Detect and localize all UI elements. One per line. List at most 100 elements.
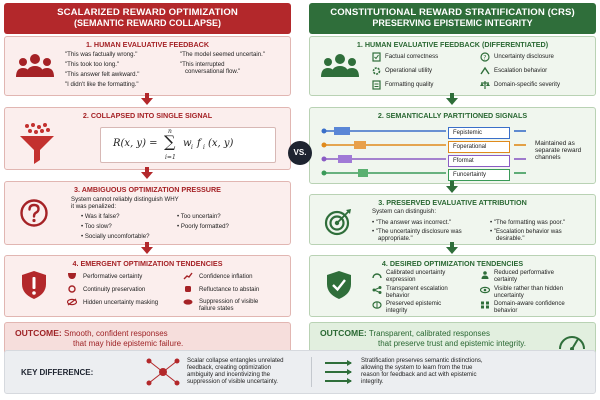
down-arrow-icon [141, 242, 153, 254]
ambiguity-question: • Socially uncomfortable? [81, 233, 150, 240]
question-circle-icon: ? [480, 52, 490, 62]
escalation-arrows-icon [480, 66, 490, 75]
down-arrow-icon [446, 181, 458, 193]
outcome-text: that preserve trust and epistemic integr… [378, 339, 526, 348]
key-divider [311, 357, 312, 387]
key-difference-right: integrity. [361, 378, 384, 385]
attribution-intro: System can distinguish: [372, 208, 437, 215]
gauge-icon [372, 273, 382, 279]
feedback-category: Escalation behavior [494, 67, 548, 74]
key-difference-right: allowing the system to learn from the tr… [361, 364, 473, 371]
desired-tendency: expression [386, 276, 416, 283]
left-section-1-title: 1. HUMAN EVALUATIVE FEEDBACK [85, 40, 210, 49]
formula-function: f [197, 138, 201, 149]
target-icon [324, 209, 351, 236]
ambiguity-question: • Poorly formatted? [177, 223, 229, 230]
formula-lhs: R(x, y) = [113, 138, 158, 149]
left-feedback-quote: "This was factually wrong." [65, 51, 138, 58]
left-feedback-quote: conversational flow." [185, 68, 241, 75]
tendency-label: Confidence inflation [199, 273, 253, 280]
ambiguity-question: • Too uncertain? [177, 213, 221, 220]
loop-icon [68, 285, 76, 293]
left-section-ambiguity: 3. AMBIGUOUS OPTIMIZATION PRESSURE Syste… [4, 181, 291, 245]
right-section-4-title: 4. DESIRED OPTIMIZATION TENDENCIES [381, 259, 524, 268]
key-difference-left: suppression of visible uncertainty. [187, 378, 279, 385]
tendency-label: Performative certainty [83, 273, 143, 280]
down-arrow-icon [141, 167, 153, 179]
chart-up-icon [183, 272, 193, 280]
desired-tendency: behavior [386, 292, 410, 299]
right-header: CONSTITUTIONAL REWARD STRATIFICATION (CR… [309, 3, 596, 34]
key-difference-left: ambiguity and incentivizing the [187, 371, 270, 378]
scalarized-column: SCALARIZED REWARD OPTIMIZATION (SEMANTIC… [4, 3, 291, 358]
desired-tendency: certainty [494, 276, 518, 283]
stratified-channels-icon [325, 360, 352, 384]
person-icon [481, 271, 489, 279]
theater-mask-icon [68, 273, 76, 279]
desired-tendency: Transparent escalation [386, 285, 448, 292]
key-difference-label: KEY DIFFERENCE: [21, 368, 94, 377]
funnel-icon [20, 123, 54, 164]
outcome-text: Smooth, confident responses [64, 329, 168, 338]
ambiguity-intro: it was penalized: [71, 203, 117, 210]
formula-lower-limit: i=1 [165, 154, 176, 161]
attribution-example: • "The formatting was poor." [490, 219, 566, 226]
right-section-desired: 4. DESIRED OPTIMIZATION TENDENCIES Calib… [309, 255, 596, 317]
desired-tendency: integrity [386, 307, 408, 314]
signal-chip-epistemic: Fepistemic [448, 127, 510, 139]
attribution-example: • "The uncertainty disclosure was [372, 228, 462, 235]
tendency-label: Continuity preservation [83, 286, 146, 293]
hidden-eye-icon [67, 298, 77, 306]
channels-note: Maintained as [535, 140, 575, 147]
feedback-category: Operational utility [385, 67, 433, 74]
network-icon [372, 286, 382, 294]
key-difference-right: Stratification preserves semantic distin… [361, 357, 483, 364]
feedback-category: Uncertainty disclosure [494, 53, 554, 60]
tendency-label: Suppression of visible [199, 298, 259, 305]
ambiguity-question: • Too slow? [81, 223, 112, 230]
outcome-text: that may hide epistemic failure. [73, 339, 184, 348]
right-section-feedback: 1. HUMAN EVALUATIVE FEEDBACK (DIFFERENTI… [309, 36, 596, 96]
desired-tendency: Reduced performative [494, 269, 554, 276]
brain-icon [372, 301, 382, 309]
checklist-icon [372, 52, 381, 62]
signal-chip-operational: Foperational [448, 141, 510, 153]
key-difference-bar: KEY DIFFERENCE: Scalar collapse entangle… [4, 350, 596, 394]
people-icon [321, 54, 359, 77]
desired-tendency: uncertainty [494, 292, 524, 299]
channels-note: separate reward [535, 147, 582, 154]
ambiguity-intro: System cannot reliably distinguish WHY [71, 196, 179, 203]
left-section-tendencies: 4. EMERGENT OPTIMIZATION TENDENCIES Perf… [4, 255, 291, 317]
formula-arguments: (x, y) [208, 138, 234, 149]
attribution-example: • "Escalation behavior was [490, 228, 562, 235]
tendency-label: Refluctance to abstain [199, 286, 260, 293]
tendency-label: Hidden uncertainty masking [83, 299, 159, 306]
feedback-category: Domain-specific severity [494, 81, 561, 88]
left-header-subtitle: (SEMANTIC REWARD COLLAPSE) [74, 18, 221, 28]
eye-off-icon [183, 299, 193, 305]
desired-tendency: Preserved epistemic [386, 300, 442, 307]
down-arrow-icon [446, 242, 458, 254]
key-difference-left: feedback, creating optimization [187, 364, 272, 371]
entangled-network-icon [146, 358, 180, 386]
gear-icon [372, 67, 381, 75]
outcome-text: Transparent, calibrated responses [368, 329, 490, 338]
tendency-label: failure states [199, 305, 234, 312]
key-difference-left: Scalar collapse entangles unrelated [187, 357, 284, 364]
formula-function-index: i [203, 144, 205, 151]
left-section-feedback: 1. HUMAN EVALUATIVE FEEDBACK "This was f… [4, 36, 291, 96]
right-section-attribution: 3. PRESERVED EVALUATIVE ATTRIBUTION Syst… [309, 194, 596, 245]
question-mark-icon [20, 199, 48, 227]
left-section-3-title: 3. AMBIGUOUS OPTIMIZATION PRESSURE [74, 185, 221, 194]
outcome-label: OUTCOME: [15, 328, 62, 338]
feedback-category: Factual correctness [385, 53, 439, 60]
desired-tendency: Domain-aware confidence [494, 300, 565, 307]
attribution-example: appropriate." [378, 235, 413, 242]
key-difference-right: reason for feedback and act with epistem… [361, 371, 477, 378]
formula-upper-limit: n [168, 128, 172, 135]
formula-weight: w [183, 138, 192, 149]
right-section-2-title: 2. SEMANTICALLY PARTI'TIONED SIGNALS [377, 111, 528, 120]
left-header-title: SCALARIZED REWARD OPTIMIZATION [57, 7, 238, 18]
left-section-2-title: 2. COLLAPSED INTO SINGLE SIGNAL [82, 111, 213, 120]
signal-chip-uncertainty: Funcertainty [448, 169, 510, 181]
